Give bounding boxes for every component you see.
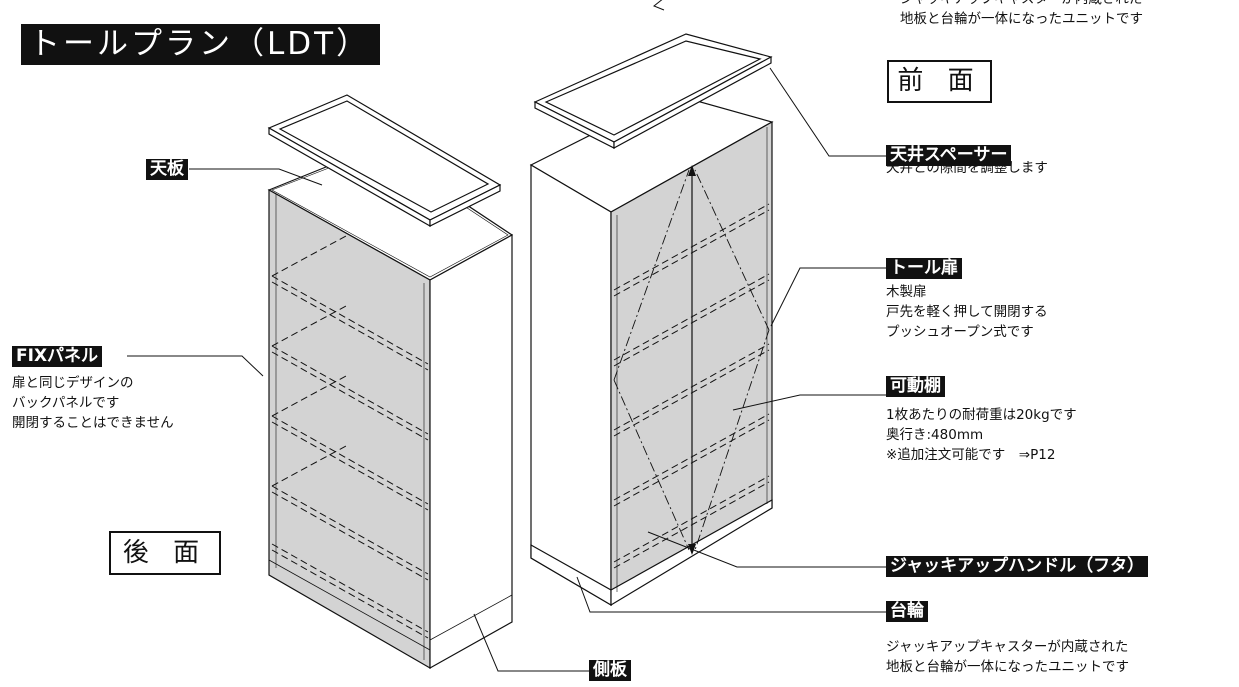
desc-fix-panel: 扉と同じデザインの バックパネルです 開閉することはできません	[12, 375, 174, 431]
desc-base: ジャッキアップキャスターが内蔵された 地板と台輪が一体になったユニットです	[886, 639, 1129, 675]
label-spacer: 天井スペーサー	[886, 145, 1012, 166]
page-title: トールプラン（LDT）	[21, 24, 380, 65]
leader-lines	[127, 0, 886, 672]
side-panel	[429, 233, 513, 670]
label-sokuita: 側板	[589, 660, 631, 681]
label-tenita: 天板	[146, 159, 188, 180]
label-jack-handle: ジャッキアップハンドル（フタ）	[886, 556, 1149, 577]
desc-tall-door: 木製扉 戸先を軽く押して開閉する プッシュオープン式です	[886, 284, 1048, 340]
rear-view-label: 後 面	[109, 531, 221, 575]
front-view-label: 前 面	[887, 60, 992, 103]
cut-off-top-text: ジャッキアップキャスターが内蔵された 地板と台輪が一体になったユニットです	[900, 0, 1143, 27]
front-side	[530, 163, 612, 607]
desc-spacer: 天井との隙間を調整します	[886, 160, 1048, 176]
rear-spacer-frame	[267, 94, 502, 228]
label-fix-panel: FIXパネル	[12, 346, 103, 367]
label-shelf: 可動棚	[886, 376, 945, 397]
desc-shelf: 1枚あたりの耐荷重は20kgです 奥行き:480mm ※追加注文可能です ⇒P1…	[886, 407, 1077, 463]
label-tall-door: トール扉	[886, 258, 962, 279]
rear-cabinet	[267, 145, 514, 670]
front-cabinet	[529, 93, 774, 607]
front-spacer-frame	[533, 33, 773, 150]
label-base: 台輪	[886, 601, 928, 622]
